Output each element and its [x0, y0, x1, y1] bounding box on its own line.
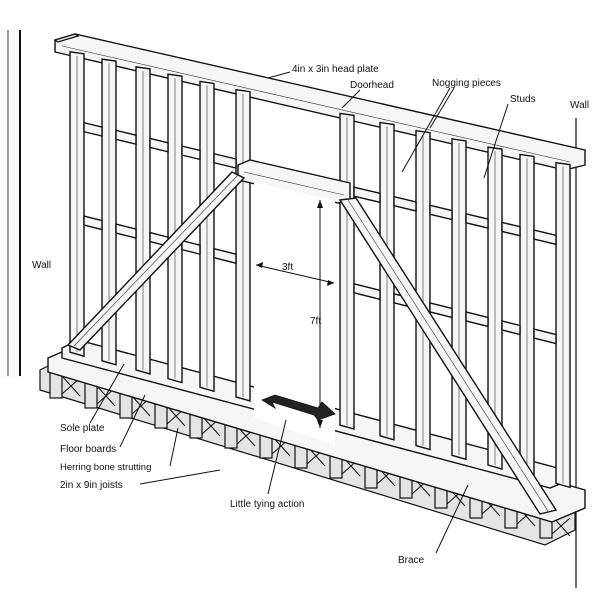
nogging-piece	[353, 282, 381, 301]
nogging-piece	[393, 195, 417, 212]
strut	[551, 517, 571, 535]
right-brace	[338, 197, 558, 515]
dimension-7ft	[317, 200, 323, 428]
nogging-piece	[429, 204, 453, 221]
left-wall	[0, 28, 21, 378]
label-head-plate: 4in x 3in head plate	[292, 64, 379, 75]
label-doorhead: Doorhead	[350, 80, 394, 91]
nogging-piece	[149, 137, 169, 153]
label-floor-boards: Floor boards	[60, 444, 116, 455]
nogging-piece	[213, 152, 237, 169]
nogging-piece	[353, 186, 381, 204]
tying-action-arrow	[261, 394, 336, 421]
label-strutting: Herring bone strutting	[60, 462, 151, 473]
label-sole-plate: Sole plate	[60, 423, 105, 434]
nogging-piece	[83, 121, 103, 137]
left-brace	[66, 171, 246, 351]
nogging-piece	[213, 247, 237, 265]
nogging-piece	[533, 328, 557, 345]
label-nogging: Nogging pieces	[432, 78, 501, 89]
label-wall-right: Wall	[570, 100, 589, 111]
nogging-piece	[181, 239, 201, 256]
head-plate	[53, 33, 586, 171]
label-brace: Brace	[398, 555, 425, 566]
label-door-width: 3ft	[282, 262, 293, 273]
nogging-piece	[465, 212, 489, 229]
nogging-pieces	[83, 121, 557, 345]
nogging-piece	[501, 221, 521, 237]
nogging-piece	[115, 223, 137, 239]
nogging-piece	[115, 129, 137, 146]
label-tying-action: Little tying action	[230, 499, 305, 510]
nogging-piece	[501, 320, 521, 336]
nogging-piece	[429, 302, 453, 319]
nogging-piece	[465, 311, 489, 328]
dimension-3ft	[255, 262, 335, 286]
nogging-piece	[181, 145, 201, 161]
label-door-height: 7ft	[310, 316, 321, 327]
nogging-piece	[83, 215, 103, 231]
leader-lines	[89, 71, 509, 554]
label-studs: Studs	[510, 94, 536, 105]
label-wall-left: Wall	[32, 260, 51, 271]
label-joists: 2in x 9in joists	[60, 480, 123, 491]
door-opening	[254, 182, 335, 445]
nogging-piece	[533, 229, 557, 246]
